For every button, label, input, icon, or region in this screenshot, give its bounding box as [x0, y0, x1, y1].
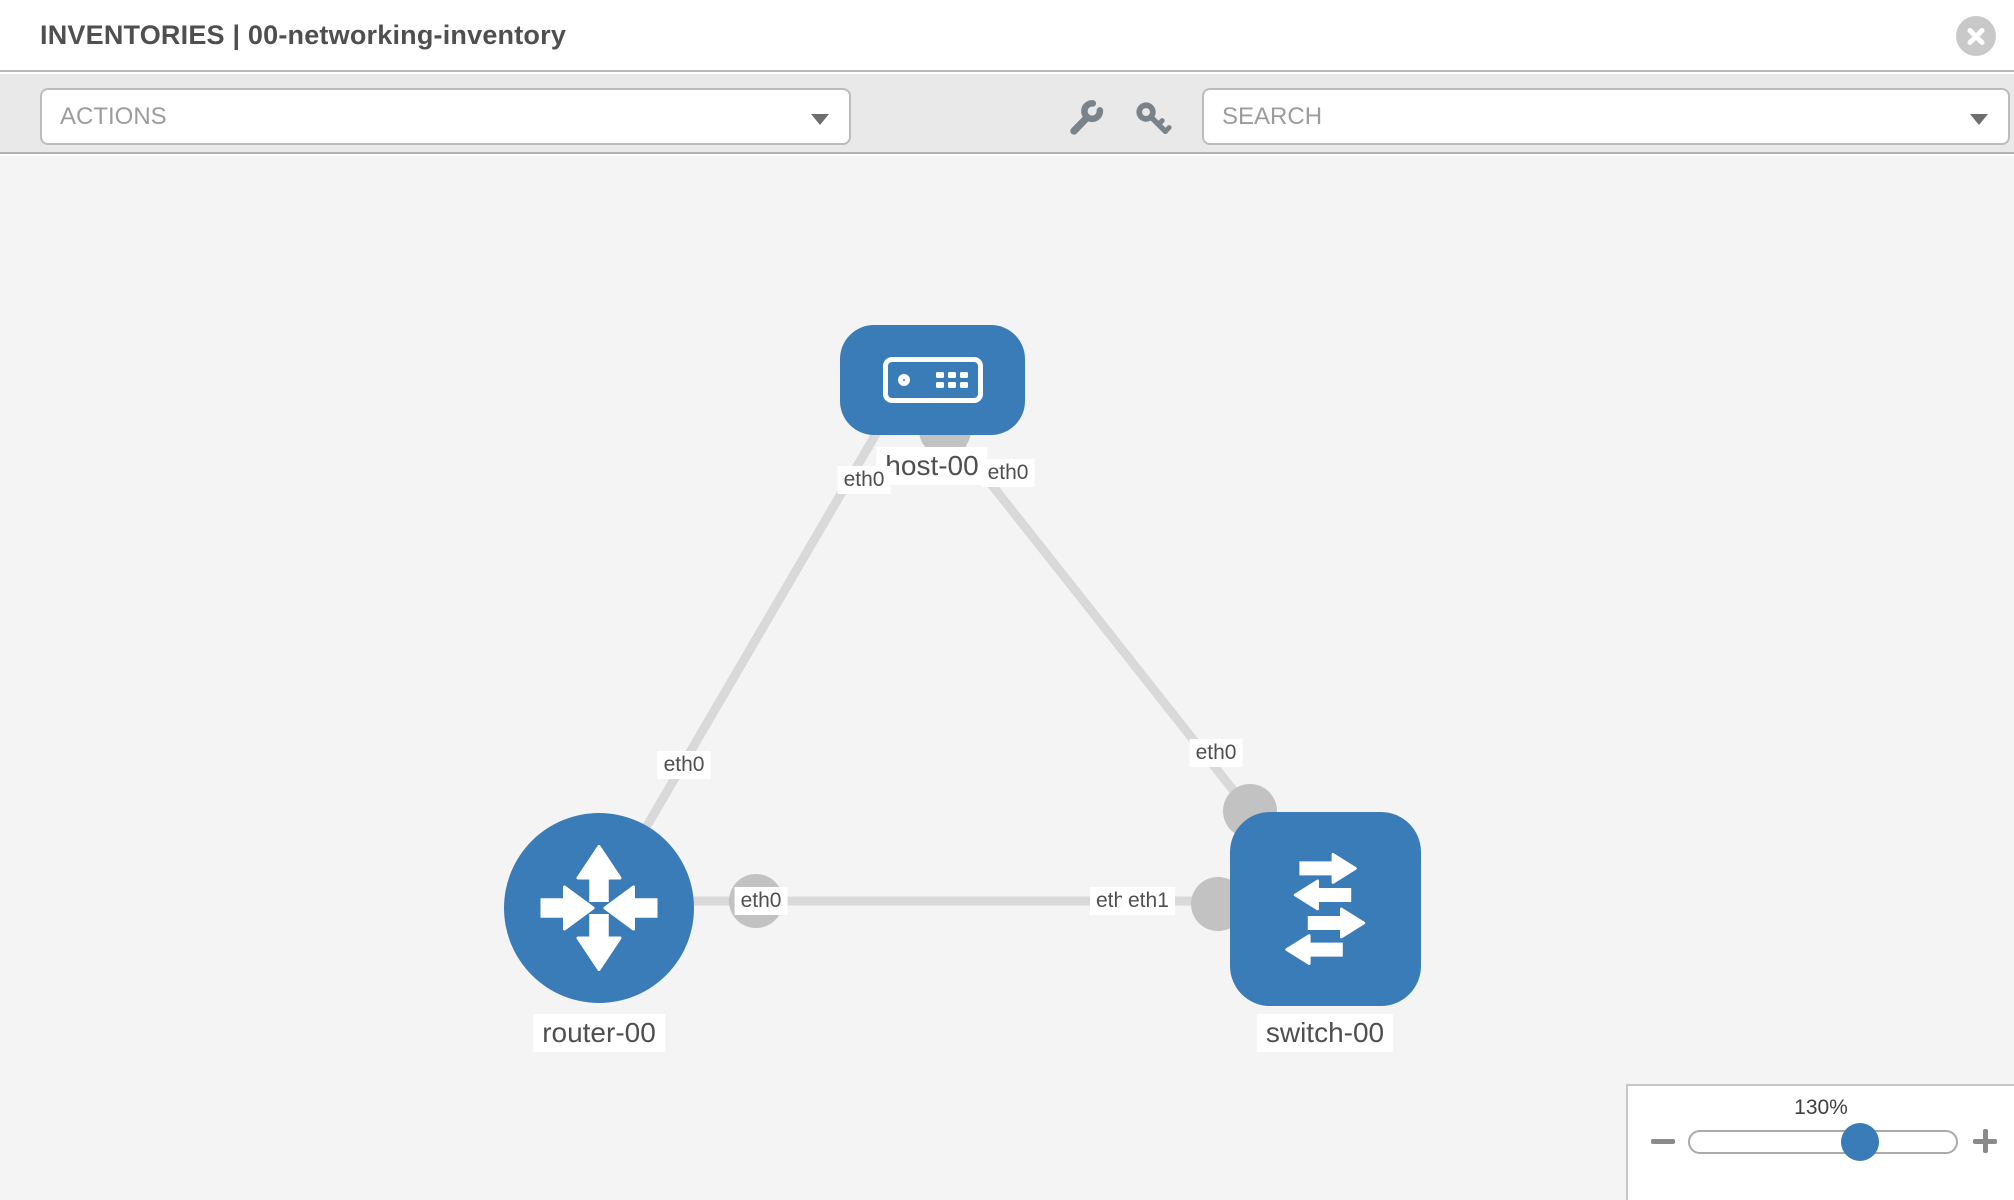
chevron-down-icon: [811, 114, 829, 125]
port-label: eth0: [657, 751, 711, 779]
router-icon: [540, 845, 658, 971]
zoom-slider[interactable]: [1688, 1123, 1958, 1161]
port-label: eth1: [1122, 887, 1175, 915]
zoom-panel: 130%: [1626, 1084, 2014, 1200]
links-layer: [595, 404, 1325, 931]
server-led-icon: [897, 374, 910, 386]
node-router-00[interactable]: [504, 813, 694, 1003]
actions-dropdown[interactable]: ACTIONS: [40, 88, 851, 145]
switch-icon: [1284, 853, 1365, 965]
node-switch-00[interactable]: [1230, 812, 1421, 1006]
chevron-down-icon: [1970, 114, 1988, 125]
minus-icon: [1651, 1138, 1675, 1144]
server-icon: [882, 357, 983, 403]
zoom-out-button[interactable]: [1648, 1126, 1678, 1156]
close-button[interactable]: [1956, 16, 1996, 56]
node-label-host-00: host-00: [876, 447, 988, 485]
port-label: eth0: [837, 466, 891, 494]
plus-icon: [1982, 1129, 1988, 1153]
key-button[interactable]: [1134, 100, 1172, 138]
zoom-in-button[interactable]: [1970, 1126, 2000, 1156]
page-title: INVENTORIES | 00-networking-inventory: [40, 20, 567, 50]
node-label-switch-00: switch-00: [1256, 1014, 1394, 1052]
node-host-00[interactable]: [840, 325, 1025, 435]
wrench-button[interactable]: [1066, 100, 1104, 138]
search-dropdown[interactable]: SEARCH: [1202, 88, 2010, 145]
header-bar: INVENTORIES | 00-networking-inventory: [0, 0, 2014, 72]
port-label: eth0: [981, 459, 1035, 487]
node-label-router-00: router-00: [533, 1014, 665, 1052]
actions-dropdown-label: ACTIONS: [60, 103, 167, 130]
toolbar: ACTIONS SEARCH: [0, 74, 2014, 154]
server-ports-icon: [935, 372, 968, 388]
port-label: eth0: [1189, 739, 1243, 767]
port-label: eth0: [734, 887, 788, 915]
search-dropdown-label: SEARCH: [1222, 103, 1323, 130]
wrench-icon: [1070, 100, 1104, 135]
key-icon: [1136, 102, 1172, 135]
zoom-level-value: 130%: [1794, 1096, 1848, 1119]
topology-canvas[interactable]: host-00 router-00 switch-00 eth0 eth0 et…: [0, 156, 2014, 1200]
zoom-slider-thumb[interactable]: [1841, 1123, 1880, 1161]
